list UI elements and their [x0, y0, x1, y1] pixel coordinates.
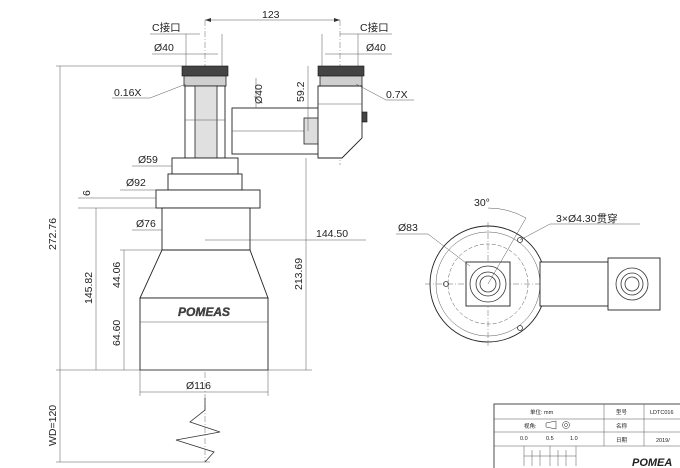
- dim-offset: 59.2: [295, 81, 307, 102]
- dia-83-label: Ø83: [398, 222, 418, 234]
- dia-76-label: Ø76: [136, 218, 156, 230]
- dim-h64: 64.60: [111, 320, 123, 346]
- brand-logo: POMEAS: [178, 305, 230, 319]
- model-value: LDTC016: [650, 410, 674, 416]
- date-label: 日期: [616, 437, 628, 444]
- projection-symbol-icon: [545, 420, 570, 430]
- front-view: 123 C接口 C接口 Ø40 Ø40 0.16X Ø40: [47, 9, 414, 463]
- dim-side-offset: 144.50: [316, 228, 348, 240]
- dia-right-label: Ø40: [366, 42, 386, 54]
- dia-59-label: Ø59: [138, 154, 158, 166]
- dia-left-label: Ø40: [154, 42, 174, 54]
- port-left-label: C接口: [152, 21, 181, 34]
- title-block: 单位: mm 视角: 型号 LDTC016 名称 日期 2019/ 0.0 0.…: [493, 403, 680, 468]
- scale-mark-2: 1.0: [570, 436, 578, 442]
- view-label: 视角:: [524, 422, 537, 430]
- holes-note: 3×Ø4.30贯穿: [556, 212, 618, 225]
- dim-h213: 213.69: [293, 258, 305, 290]
- dim-total-height: 272.76: [47, 218, 59, 250]
- dim-six: 6: [81, 190, 93, 196]
- scale-mark-1: 0.5: [546, 436, 554, 442]
- scale-ruler: [523, 446, 577, 466]
- date-value: 2019/: [656, 438, 670, 444]
- dim-h145: 145.82: [83, 272, 95, 304]
- dia-tube-label: Ø40: [253, 84, 265, 104]
- dim-h44: 44.06: [111, 262, 123, 288]
- side-view: 30° 3×Ø4.30贯穿 Ø83: [396, 197, 661, 346]
- dia-116-label: Ø116: [186, 380, 211, 392]
- name-label: 名称: [616, 422, 628, 430]
- model-label: 型号: [616, 408, 628, 416]
- dim-spacing: 123: [262, 9, 280, 21]
- title-block-logo: POMEA: [632, 457, 672, 468]
- mag-right-label: 0.7X: [386, 89, 408, 101]
- scale-mark-0: 0.0: [520, 436, 528, 442]
- mag-left-label: 0.16X: [114, 87, 141, 99]
- dia-92-label: Ø92: [126, 177, 146, 189]
- dim-working-distance: WD=120: [47, 405, 59, 446]
- port-right-label: C接口: [360, 21, 389, 34]
- angle-label: 30°: [474, 197, 490, 209]
- unit-label: 单位: mm: [530, 408, 554, 416]
